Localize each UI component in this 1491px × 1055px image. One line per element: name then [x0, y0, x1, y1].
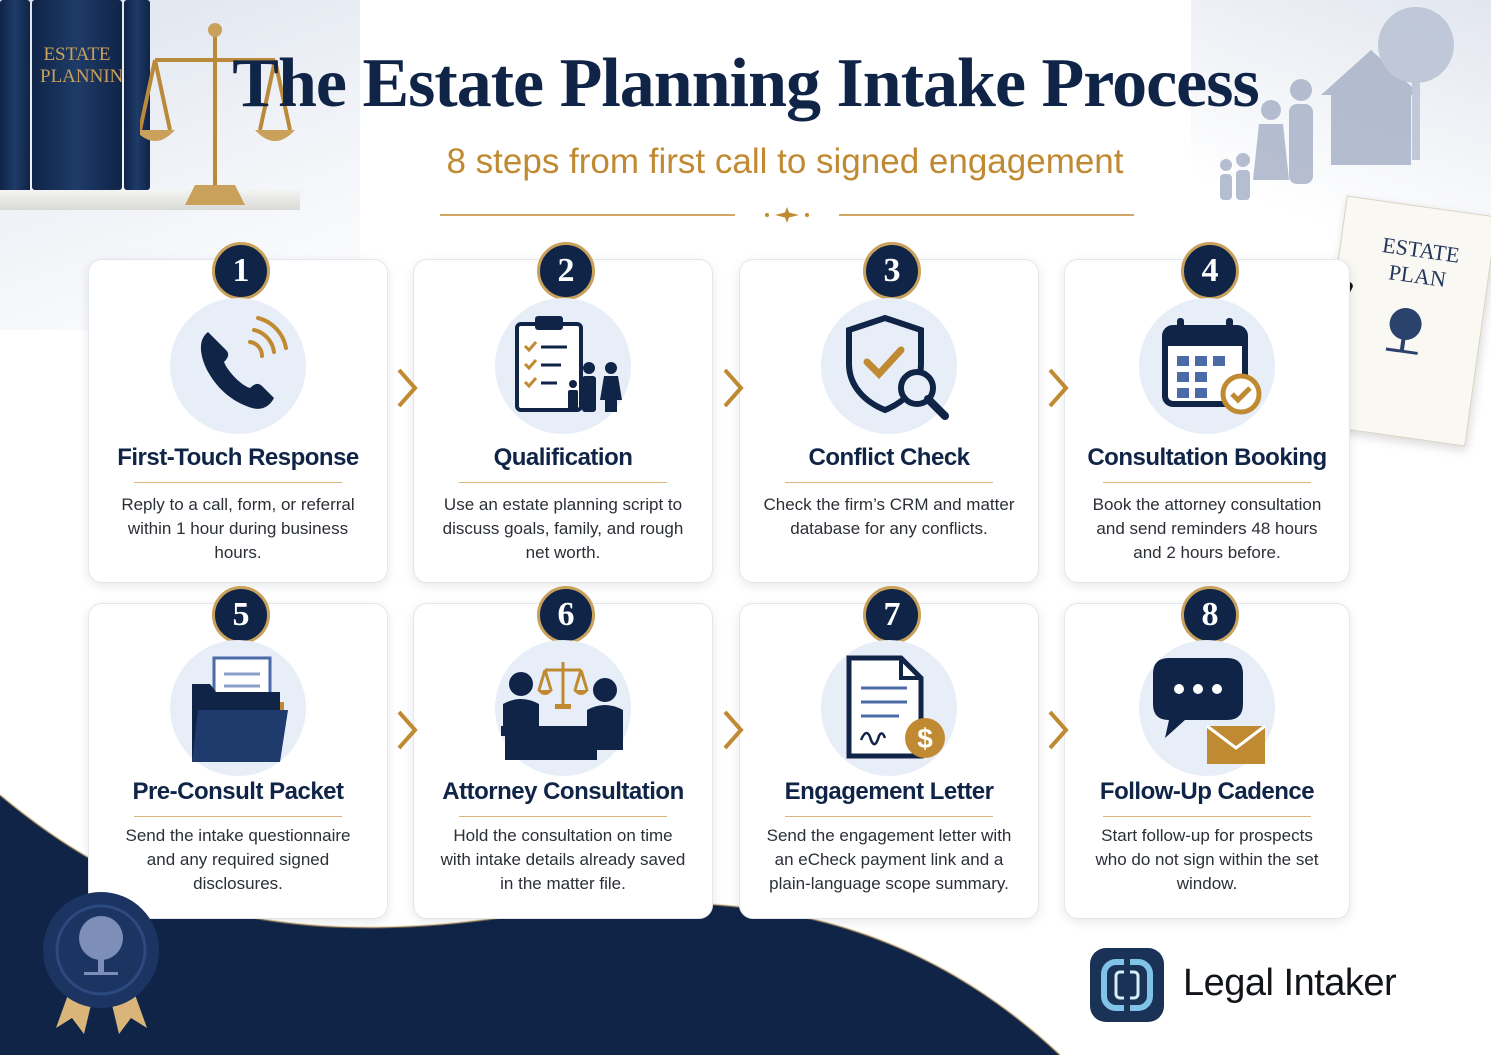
icon-circle	[495, 640, 631, 776]
step-title: Pre-Consult Packet	[132, 778, 344, 805]
step-number-badge: 8	[1181, 586, 1239, 644]
step-card-1: 1 First-Touch Response Reply to a call, …	[88, 242, 388, 583]
icon-circle: $	[821, 640, 957, 776]
step-number-badge: 1	[212, 242, 270, 300]
tree-icon	[1385, 307, 1422, 355]
chevron-right-icon	[397, 710, 418, 750]
step-description: Start follow-up for prospects who do not…	[1095, 826, 1319, 893]
chevron-right-icon	[723, 368, 744, 408]
step-description: Send the intake questionnaire and any re…	[125, 826, 351, 893]
shield-search-icon	[846, 314, 949, 420]
step-number-badge: 7	[863, 586, 921, 644]
title-underline	[134, 816, 342, 817]
step-title: Consultation Booking	[1087, 444, 1327, 471]
step-number-badge: 2	[537, 242, 595, 300]
icon-circle	[170, 298, 306, 434]
chevron-right-icon	[723, 710, 744, 750]
phone-icon	[200, 316, 288, 409]
title-underline	[785, 816, 993, 817]
estate-planning-book: ESTATE PLANNING	[32, 0, 138, 190]
scales-of-justice-icon	[140, 23, 295, 205]
title-underline	[785, 482, 993, 483]
chevron-right-icon	[397, 368, 418, 408]
step-description: Send the engagement letter with an eChec…	[766, 826, 1012, 893]
icon-circle	[1139, 298, 1275, 434]
chat-envelope-icon	[1153, 658, 1266, 764]
title-underline	[134, 482, 342, 483]
step-description: Reply to a call, form, or referral withi…	[121, 495, 355, 562]
svg-text:$: $	[917, 723, 933, 754]
step-description: Check the firm’s CRM and matter database…	[763, 495, 1015, 538]
step-number-badge: 5	[212, 586, 270, 644]
title-underline	[1103, 482, 1311, 483]
step-card-3: 3 Conflict Check Check the firm’s CRM an…	[739, 242, 1039, 583]
icon-circle	[821, 298, 957, 434]
step-card-7: 7 $ Engagement Letter Send the engagemen…	[739, 586, 1039, 919]
icon-circle	[170, 640, 306, 776]
step-title: First-Touch Response	[117, 444, 359, 471]
icon-circle	[495, 298, 631, 434]
step-number-badge: 4	[1181, 242, 1239, 300]
page-title: The Estate Planning Intake Process	[232, 45, 1259, 122]
step-number-badge: 3	[863, 242, 921, 300]
step-card-8: 8 Follow-Up Cadence Start follow-up for …	[1064, 586, 1350, 919]
title-underline	[1103, 816, 1311, 817]
step-card-2: 2 Qualification Use an estate planning s…	[413, 242, 713, 583]
clipboard-family-icon	[515, 316, 622, 412]
step-title: Qualification	[493, 444, 633, 471]
page-subtitle: 8 steps from first call to signed engage…	[446, 142, 1124, 181]
step-title: Follow-Up Cadence	[1099, 778, 1315, 805]
legal-intaker-logo-icon	[1090, 948, 1164, 1022]
step-card-4: 4 Consultation Booking Book the attorney…	[1064, 242, 1350, 583]
icon-circle	[1139, 640, 1275, 776]
step-title: Engagement Letter	[784, 778, 994, 805]
chevron-right-icon	[1048, 368, 1069, 408]
step-title: Conflict Check	[808, 444, 970, 471]
chevron-right-icon	[1048, 710, 1069, 750]
calendar-check-icon	[1162, 318, 1262, 415]
step-description: Book the attorney consultation and send …	[1092, 495, 1322, 562]
family-house-illustration	[1220, 7, 1454, 200]
wax-seal-icon	[43, 892, 159, 1034]
step-description: Hold the consultation on time with intak…	[440, 826, 686, 893]
law-library-background: ESTATE PLANNING	[0, 0, 360, 330]
estate-plan-document-text: ESTATE PLAN	[1380, 232, 1462, 293]
title-underline	[459, 816, 667, 817]
meeting-scales-icon	[501, 662, 623, 760]
title-underline	[459, 482, 667, 483]
document-payment-icon: $	[846, 655, 945, 759]
ornament-divider	[440, 207, 1134, 223]
book-spine	[0, 0, 30, 200]
step-title: Attorney Consultation	[442, 778, 684, 805]
step-description: Use an estate planning script to discuss…	[442, 495, 684, 562]
folder-document-icon	[192, 656, 288, 762]
book-spine-text: ESTATE PLANNING	[40, 44, 138, 87]
step-card-5: 5 Pre-Consult Packet Send the intake que…	[88, 586, 388, 919]
step-card-6: 6 Attorney Consultation Hold the consult…	[413, 586, 713, 919]
brand-name: Legal Intaker	[1183, 962, 1397, 1004]
step-number-badge: 6	[537, 586, 595, 644]
